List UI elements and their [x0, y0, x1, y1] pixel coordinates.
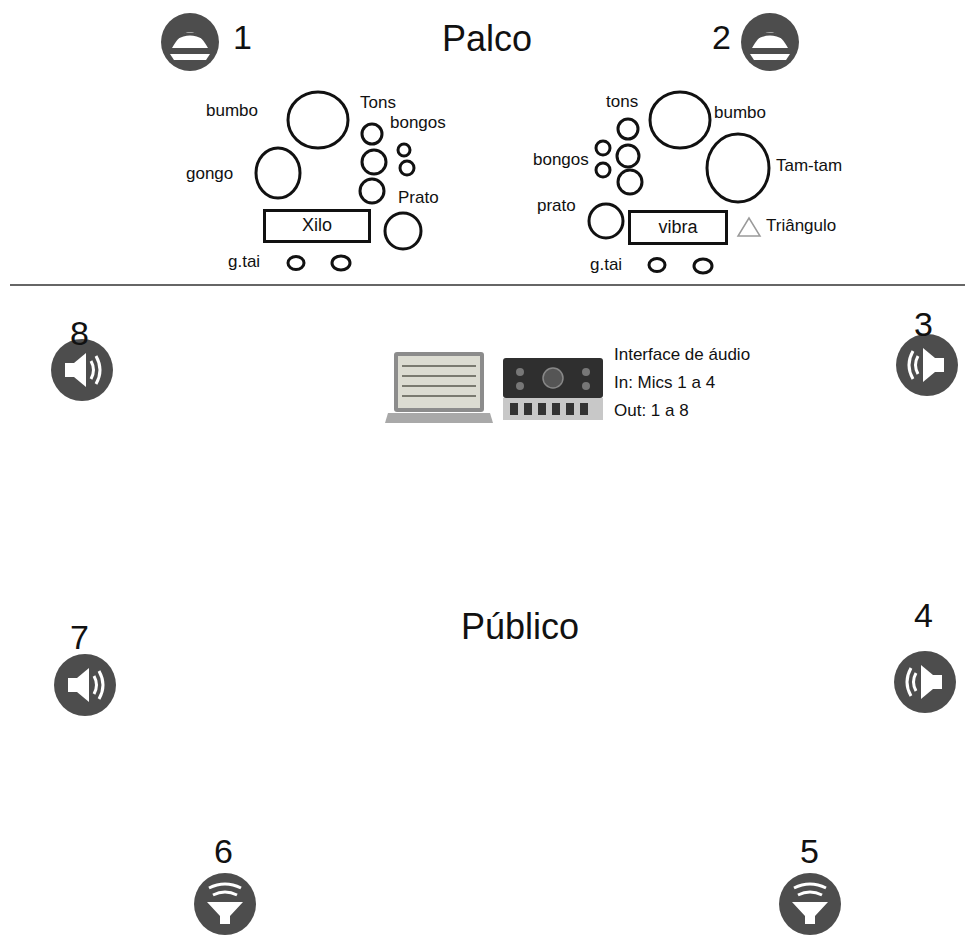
instrument-name: vibra [658, 218, 697, 238]
speaker-icon [894, 651, 956, 713]
speaker-number: 2 [712, 18, 731, 57]
instrument-box: vibra [628, 210, 728, 245]
instrument-label: gongo [186, 164, 233, 184]
instrument-label: bongos [390, 113, 446, 133]
laptop-illustration [385, 352, 493, 423]
instrument-label: g.tai [590, 255, 622, 275]
instrument-label: Tam-tam [776, 156, 842, 176]
speaker-number: 5 [800, 832, 819, 871]
speaker-icon [779, 873, 841, 935]
instrument-label: Triângulo [766, 216, 836, 236]
speaker-icon [194, 873, 256, 935]
monitor-icon [161, 13, 219, 71]
speaker-number: 1 [233, 18, 252, 57]
equipment-note: Interface de áudio [614, 345, 750, 365]
instrument-label: Prato [398, 188, 439, 208]
speaker-icon [896, 334, 958, 396]
instrument-label: tons [606, 92, 638, 112]
instrument-box: Xilo [263, 209, 371, 243]
equipment-note: In: Mics 1 a 4 [614, 373, 715, 393]
instrument-label: g.tai [228, 252, 260, 272]
speaker-number: 8 [70, 314, 89, 353]
speaker-number: 7 [70, 618, 89, 657]
area-label: Palco [442, 18, 532, 59]
instrument-label: bongos [533, 150, 589, 170]
instrument-label: prato [537, 196, 576, 216]
speaker-number: 6 [214, 832, 233, 871]
instrument-label: Tons [360, 93, 396, 113]
speaker-number: 3 [914, 305, 933, 344]
instruments-right [589, 92, 769, 273]
stage-edge [10, 284, 965, 286]
instrument-label: bumbo [206, 101, 258, 121]
speaker-icon [54, 654, 116, 716]
speaker-number: 4 [914, 596, 933, 635]
monitor-icon [741, 13, 799, 71]
instrument-name: Xilo [302, 216, 332, 236]
instrument-label: bumbo [714, 103, 766, 123]
triangle-symbol [738, 218, 760, 236]
area-label: Público [461, 606, 579, 647]
audio-interface-illustration [503, 358, 603, 420]
equipment-note: Out: 1 a 8 [614, 401, 689, 421]
